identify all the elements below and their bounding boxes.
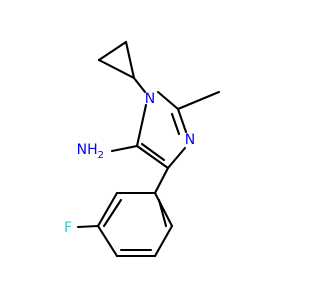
bond-cp-1 bbox=[97, 58, 136, 80]
bond-c4-aryl bbox=[153, 166, 170, 195]
bond-c5-n1 bbox=[135, 103, 148, 148]
bond-cp-3 bbox=[124, 40, 136, 80]
bond-c5-amine bbox=[110, 144, 139, 153]
bond-cp-n1 bbox=[132, 76, 147, 94]
cyclopropyl-group bbox=[97, 40, 147, 94]
atom-label-n3: N bbox=[185, 132, 195, 148]
bond-n1-c2 bbox=[156, 90, 180, 111]
atom-label-n1: N bbox=[145, 91, 155, 107]
fluorophenyl-ring bbox=[76, 166, 174, 258]
bond-aryl-2 bbox=[153, 224, 174, 258]
bond-cp-2 bbox=[97, 40, 128, 62]
bond-n3-c4 bbox=[166, 146, 187, 170]
bond-aryl-1 bbox=[153, 191, 174, 228]
atom-label-amine-subscript: 2 bbox=[98, 150, 104, 161]
atom-label-amine: NH2 bbox=[77, 142, 104, 161]
atom-label-fluorine: F bbox=[64, 220, 72, 236]
molecule-structure: N N NH2 F bbox=[63, 40, 221, 258]
bond-aryl-inner-3 bbox=[102, 198, 123, 228]
bond-c4-c5-double bbox=[140, 142, 166, 162]
bond-c2-n3 bbox=[176, 107, 188, 134]
atom-label-amine-main: NH bbox=[77, 142, 98, 158]
bond-aryl-fluorine bbox=[76, 224, 100, 229]
bond-aryl-inner-1 bbox=[157, 198, 168, 228]
bond-c4-c5 bbox=[135, 144, 170, 170]
bond-aryl-4 bbox=[96, 224, 119, 258]
bond-c2-n3-double bbox=[170, 112, 181, 136]
bond-aryl-5 bbox=[96, 191, 119, 228]
imidazole-ring bbox=[110, 90, 221, 170]
bond-c2-methyl bbox=[176, 90, 221, 111]
